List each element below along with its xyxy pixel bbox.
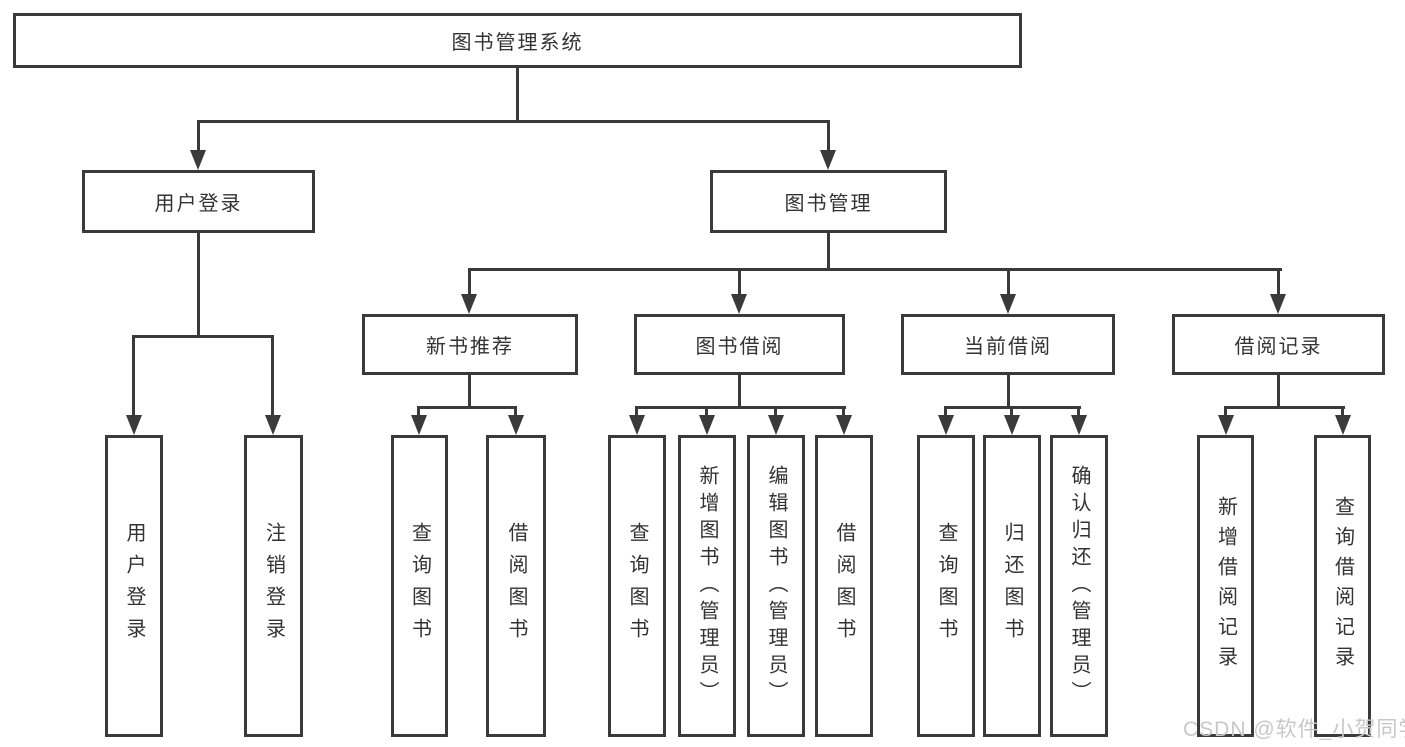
- arrowhead-book-management: [820, 150, 836, 170]
- arrowhead-new-book: [461, 294, 477, 314]
- arrowhead-cb-confirm: [1071, 415, 1087, 435]
- leaf-cb-confirm-return-admin: 确认归还（管理员）: [1050, 435, 1108, 737]
- leaf-bb-edit-books-admin: 编辑图书（管理员）: [747, 435, 805, 737]
- connector-drop-leaf-logout: [271, 335, 274, 417]
- connector-drop-leaf-login: [132, 335, 135, 417]
- arrowhead-cb-query: [938, 415, 954, 435]
- leaf-br-add-record: 新增借阅记录: [1197, 435, 1254, 737]
- connector-drop-cb-return: [1010, 406, 1013, 417]
- arrowhead-bb-query: [629, 415, 645, 435]
- arrowhead-leaf-login: [126, 415, 142, 435]
- connector-drop-bb-edit: [774, 406, 777, 417]
- connector-borrowing-records-rail: [1224, 406, 1345, 409]
- connector-drop-current-borrowing: [1007, 268, 1010, 296]
- node-book-management: 图书管理: [710, 170, 947, 233]
- connector-drop-user-login: [197, 120, 200, 152]
- leaf-bb-add-books-admin: 新增图书（管理员）: [678, 435, 736, 737]
- node-root-label: 图书管理系统: [451, 32, 584, 54]
- arrowhead-user-login: [190, 150, 206, 170]
- connector-book-management-rail: [468, 268, 1282, 271]
- node-borrowing-records: 借阅记录: [1172, 314, 1385, 375]
- arrowhead-bb-edit: [768, 415, 784, 435]
- leaf-nb-query-books-label: 查询图书: [408, 522, 431, 650]
- leaf-bb-edit-books-admin-label: 编辑图书（管理员）: [765, 464, 787, 708]
- connector-book-borrowing-rail: [635, 406, 846, 409]
- leaf-bb-add-books-admin-label: 新增图书（管理员）: [696, 464, 718, 708]
- connector-book-management-stem: [827, 233, 830, 271]
- arrowhead-bb-add: [699, 415, 715, 435]
- leaf-br-query-record-label: 查询借阅记录: [1331, 496, 1354, 676]
- node-book-borrowing: 图书借阅: [634, 314, 845, 375]
- node-book-management-label: 图书管理: [784, 193, 873, 215]
- connector-drop-nb-borrow: [514, 406, 517, 417]
- connector-drop-bb-add: [705, 406, 708, 417]
- arrowhead-cb-return: [1004, 415, 1020, 435]
- arrowhead-nb-borrow: [508, 415, 524, 435]
- connector-drop-borrowing-records: [1277, 268, 1280, 296]
- connector-new-book-rail: [417, 406, 517, 409]
- arrowhead-bb-borrow: [836, 415, 852, 435]
- connector-drop-book-management: [827, 120, 830, 152]
- node-borrowing-records-label: 借阅记录: [1234, 336, 1323, 358]
- leaf-bb-query-books: 查询图书: [608, 435, 666, 737]
- connector-user-login-stem: [197, 233, 200, 335]
- leaf-logout: 注销登录: [244, 435, 303, 737]
- leaf-bb-borrow-books: 借阅图书: [815, 435, 873, 737]
- leaf-user-login-label: 用户登录: [123, 522, 145, 650]
- node-new-book-recommend-label: 新书推荐: [426, 336, 514, 358]
- node-book-borrowing-label: 图书借阅: [695, 336, 784, 358]
- connector-root-stem: [516, 68, 519, 120]
- arrowhead-br-add: [1218, 415, 1234, 435]
- connector-drop-br-query: [1341, 406, 1344, 417]
- leaf-bb-query-books-label: 查询图书: [626, 522, 648, 650]
- leaf-br-query-record: 查询借阅记录: [1314, 435, 1371, 737]
- node-current-borrowing-label: 当前借阅: [964, 336, 1052, 358]
- node-current-borrowing: 当前借阅: [901, 314, 1115, 375]
- leaf-br-add-record-label: 新增借阅记录: [1214, 496, 1237, 676]
- leaf-bb-borrow-books-label: 借阅图书: [833, 522, 855, 650]
- connector-new-book-stem: [468, 375, 471, 409]
- connector-borrowing-records-stem: [1277, 375, 1280, 409]
- connector-user-login-rail: [132, 335, 274, 338]
- connector-drop-nb-query: [417, 406, 420, 417]
- arrowhead-current-borrowing: [1000, 294, 1016, 314]
- connector-book-borrowing-stem: [738, 375, 741, 409]
- connector-drop-book-borrowing: [738, 268, 741, 296]
- node-new-book-recommend: 新书推荐: [362, 314, 578, 375]
- connector-drop-new-book: [468, 268, 471, 296]
- leaf-nb-query-books: 查询图书: [391, 435, 448, 737]
- leaf-logout-label: 注销登录: [262, 522, 285, 650]
- csdn-watermark: CSDN @软件_小贺同学: [1183, 718, 1405, 741]
- leaf-cb-return-books-label: 归还图书: [1001, 522, 1023, 650]
- connector-drop-bb-borrow: [842, 406, 845, 417]
- arrowhead-br-query: [1335, 415, 1351, 435]
- connector-drop-cb-query: [944, 406, 947, 417]
- node-user-login-label: 用户登录: [154, 193, 243, 215]
- leaf-cb-query-books-label: 查询图书: [935, 522, 957, 650]
- leaf-cb-return-books: 归还图书: [983, 435, 1041, 737]
- leaf-cb-confirm-return-admin-label: 确认归还（管理员）: [1068, 464, 1090, 708]
- arrowhead-nb-query: [411, 415, 427, 435]
- connector-drop-cb-confirm: [1077, 406, 1080, 417]
- connector-root-rail: [197, 120, 830, 123]
- leaf-nb-borrow-books: 借阅图书: [486, 435, 546, 737]
- leaf-nb-borrow-books-label: 借阅图书: [505, 522, 527, 650]
- leaf-user-login: 用户登录: [105, 435, 163, 737]
- node-root: 图书管理系统: [13, 13, 1022, 68]
- arrowhead-book-borrowing: [731, 294, 747, 314]
- arrowhead-borrowing-records: [1270, 294, 1286, 314]
- connector-current-borrowing-stem: [1007, 375, 1010, 409]
- connector-drop-br-add: [1224, 406, 1227, 417]
- leaf-cb-query-books: 查询图书: [917, 435, 975, 737]
- arrowhead-leaf-logout: [265, 415, 281, 435]
- connector-drop-bb-query: [635, 406, 638, 417]
- node-user-login: 用户登录: [82, 170, 315, 233]
